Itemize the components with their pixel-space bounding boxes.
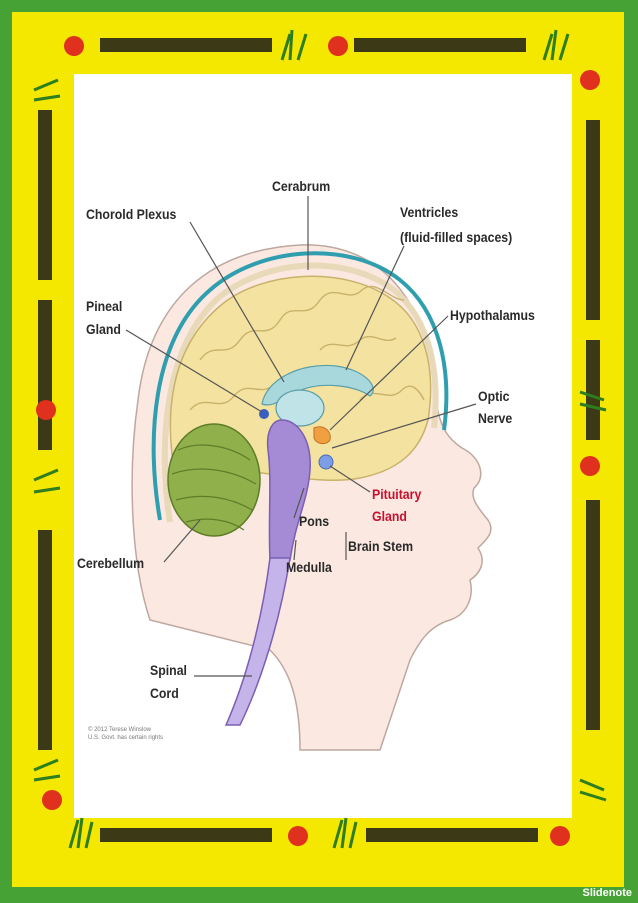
- skull-outline: [151, 251, 449, 521]
- label-cerebrum: Cerabrum: [272, 178, 331, 194]
- label-ventricles: Ventricles: [400, 204, 459, 220]
- label-optic: Optic: [478, 388, 510, 404]
- hypothalamus-shape: [313, 426, 331, 445]
- label-spinal-cord: Cord: [150, 685, 179, 701]
- grass-icon: [579, 390, 607, 412]
- grass-icon: [33, 468, 61, 494]
- thalamus-shape: [275, 389, 325, 427]
- label-optic-nerve: Nerve: [478, 410, 513, 426]
- apple-icon: [550, 826, 570, 846]
- label-pineal: Pineal: [86, 298, 123, 314]
- apple-icon: [36, 400, 56, 420]
- grass-icon: [33, 78, 61, 102]
- bottom-border-strip: [68, 817, 570, 849]
- watermark-text: Slidenote: [582, 887, 632, 899]
- label-pituitary-gland: Gland: [372, 508, 407, 524]
- label-pituitary: Pituitary: [372, 486, 422, 502]
- grass-icon: [579, 778, 607, 802]
- illustration-credit: © 2012 Terese Winslow: [88, 727, 152, 733]
- grass-icon: [332, 817, 358, 849]
- label-medulla: Medulla: [286, 559, 332, 575]
- label-ventricles-sub: (fluid-filled spaces): [400, 229, 513, 245]
- apple-icon: [64, 36, 84, 56]
- illustration-credit-rights: U.S. Govt. has certain rights: [88, 735, 164, 741]
- top-border-strip: [64, 29, 570, 61]
- pituitary-shape: [318, 454, 334, 470]
- right-border-strip: [579, 70, 607, 802]
- apple-icon: [580, 456, 600, 476]
- grass-icon: [33, 758, 61, 782]
- label-spinal: Spinal: [150, 662, 187, 678]
- grass-icon: [68, 817, 94, 849]
- apple-icon: [328, 36, 348, 56]
- left-border-strip: [33, 78, 62, 810]
- apple-icon: [288, 826, 308, 846]
- apple-icon: [580, 70, 600, 90]
- leader-lines: [125, 196, 477, 677]
- grass-icon: [542, 29, 570, 61]
- apple-icon: [42, 790, 62, 810]
- label-choroid-plexus: Chorold Plexus: [86, 206, 177, 222]
- label-brain-stem: Brain Stem: [348, 538, 414, 554]
- label-hypothalamus: Hypothalamus: [450, 307, 535, 323]
- label-cerebellum: Cerebellum: [77, 555, 145, 571]
- label-pineal-gland: Gland: [86, 321, 121, 337]
- label-pons: Pons: [299, 513, 330, 529]
- grass-icon: [280, 29, 308, 61]
- spinal-cord-shape: [224, 557, 291, 726]
- head-illustration: [131, 244, 492, 751]
